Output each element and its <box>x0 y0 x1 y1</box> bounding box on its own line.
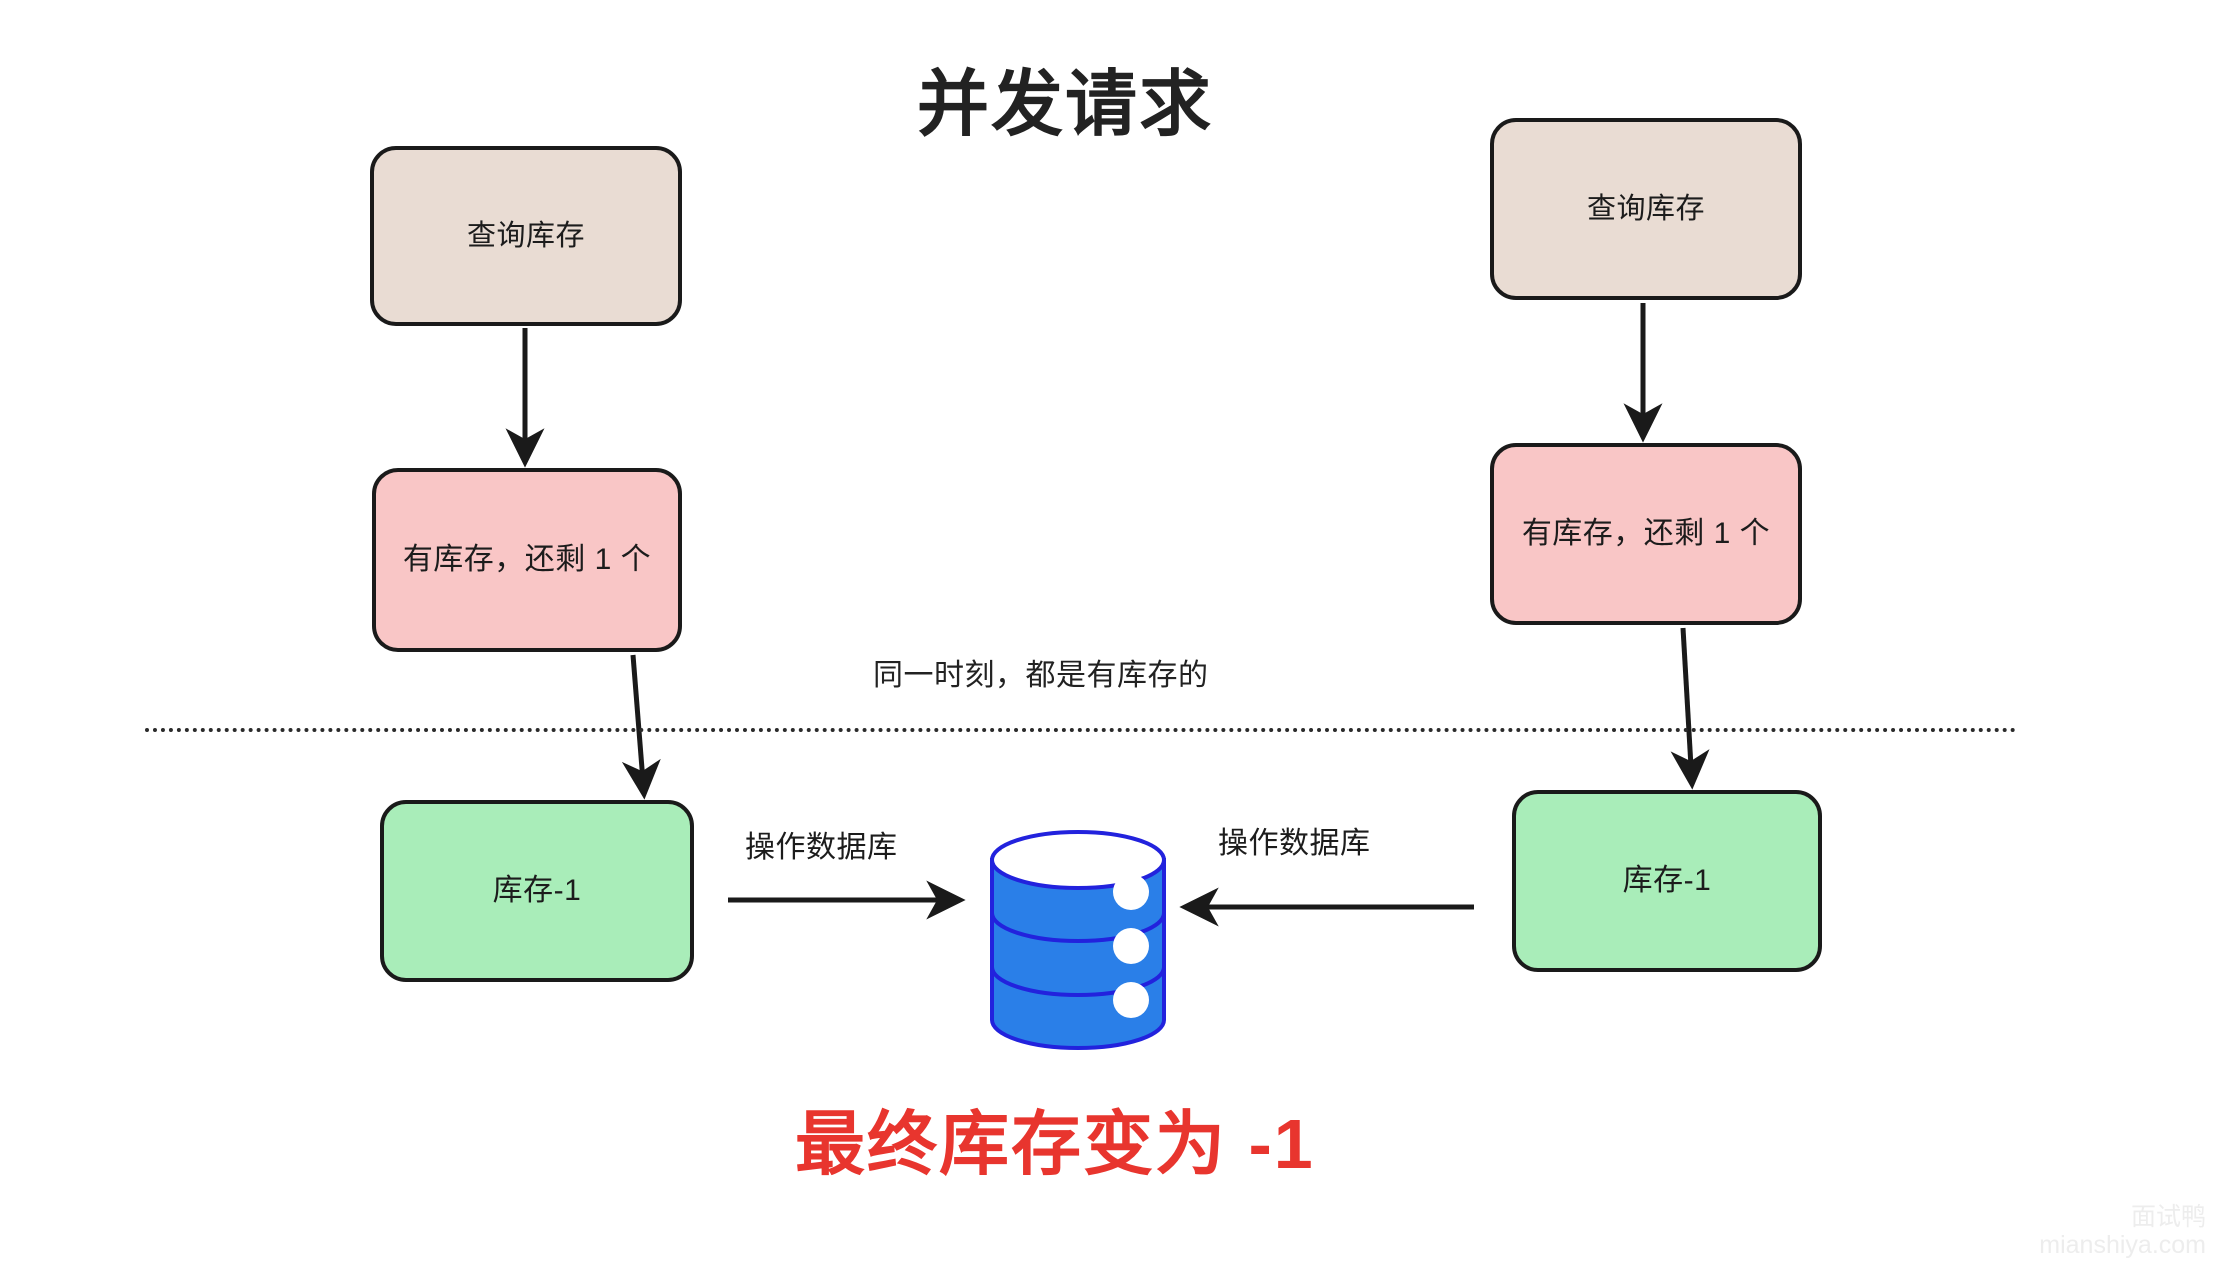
watermark-brand: 面试鸭 <box>2130 1202 2206 1231</box>
node-right-query-stock[interactable]: 查询库存 <box>1490 118 1802 300</box>
node-right-decrement-stock-label: 库存-1 <box>1622 864 1712 898</box>
node-left-has-stock-label: 有库存，还剩 1 个 <box>402 543 652 577</box>
node-left-decrement-stock[interactable]: 库存-1 <box>380 800 694 982</box>
node-right-has-stock-label: 有库存，还剩 1 个 <box>1521 517 1771 551</box>
node-left-query-stock[interactable]: 查询库存 <box>370 146 682 326</box>
arrow-right-stock-to-decrement <box>1670 627 1710 790</box>
node-left-query-stock-label: 查询库存 <box>466 219 585 252</box>
conclusion-text: 最终库存变为 -1 <box>795 1105 1315 1183</box>
node-left-decrement-stock-label: 库存-1 <box>492 874 582 908</box>
database-cylinder-icon <box>990 830 1166 1050</box>
arrow-label-left-operate-db: 操作数据库 <box>745 831 898 864</box>
arrow-label-right-operate-db: 操作数据库 <box>1218 827 1371 860</box>
node-left-has-stock[interactable]: 有库存，还剩 1 个 <box>372 468 682 652</box>
time-divider-line <box>145 728 2017 732</box>
watermark-url: mianshiya.com <box>2039 1231 2206 1260</box>
concurrent-moment-note: 同一时刻，都是有库存的 <box>873 659 1209 692</box>
page-title: 并发请求 <box>0 45 2230 150</box>
watermark: 面试鸭 mianshiya.com <box>2039 1203 2206 1261</box>
arrow-left-stock-to-decrement <box>621 654 661 800</box>
node-right-decrement-stock[interactable]: 库存-1 <box>1512 790 1822 972</box>
page-title-text: 并发请求 <box>916 65 1213 145</box>
node-right-query-stock-label: 查询库存 <box>1586 192 1705 225</box>
node-right-has-stock[interactable]: 有库存，还剩 1 个 <box>1490 443 1802 625</box>
